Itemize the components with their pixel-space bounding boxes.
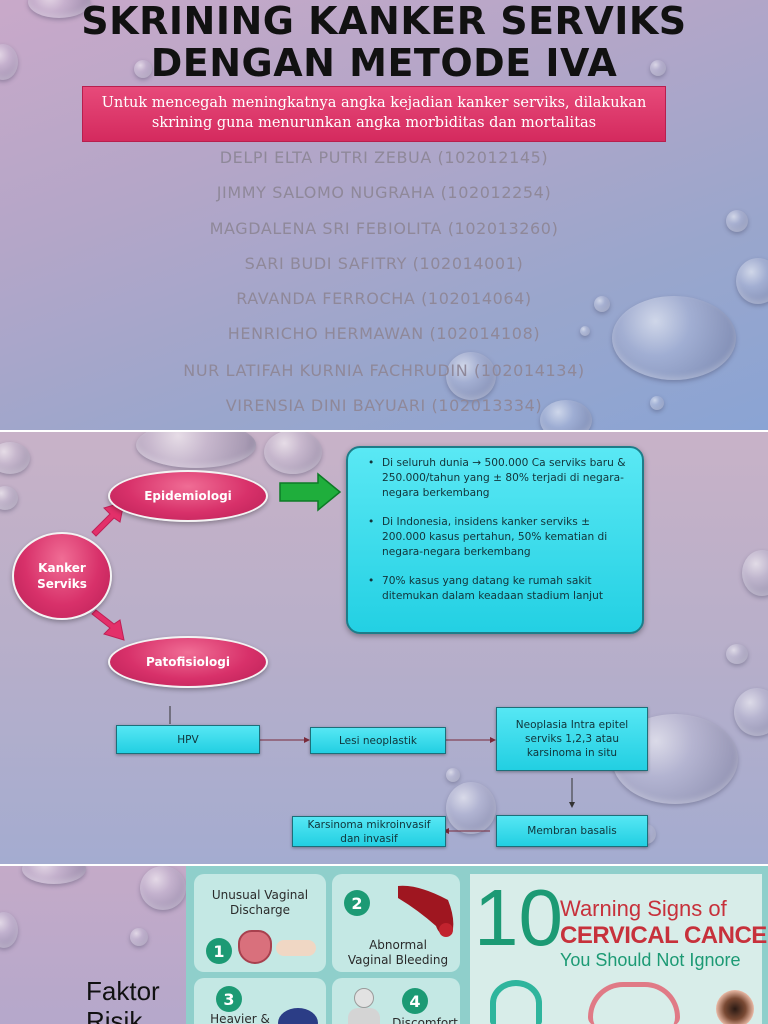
- water-drop: [734, 688, 768, 736]
- connector-head: [490, 737, 496, 743]
- slide-title: SKRINING KANKER SERVIKS DENGAN METODE IV…: [0, 0, 768, 430]
- water-drop: [130, 928, 148, 946]
- ribbon-icon: [490, 980, 542, 1024]
- water-drop: [742, 550, 768, 596]
- number-badge-3: 3: [216, 986, 242, 1012]
- water-drop: [726, 210, 748, 232]
- node-label: Epidemiologi: [144, 489, 232, 503]
- author-name: HENRICHO HERMAWAN (102014108): [227, 324, 541, 343]
- water-drop: [28, 0, 90, 18]
- arrow-up-right: [91, 501, 125, 537]
- author-name: VIRENSIA DINI BAYUARI (102013334): [225, 396, 543, 415]
- calendar-icon: [278, 1008, 318, 1024]
- connector-head: [304, 737, 310, 743]
- water-drop: [136, 432, 256, 468]
- flow-label: Membran basalis: [527, 825, 617, 837]
- flow-label: Lesi neoplastik: [339, 734, 417, 747]
- flow-box-membran: Membran basalis: [496, 815, 648, 847]
- author-name: SARI BUDI SAFITRY (102014001): [244, 254, 524, 273]
- water-drop: [0, 912, 18, 948]
- title-line-1: SKRINING KANKER SERVIKS: [81, 0, 687, 43]
- node-epidemiologi: Epidemiologi: [108, 470, 268, 522]
- flow-box-neoplasia: Neoplasia Intra epitel serviks 1,2,3 ata…: [496, 707, 648, 771]
- symptom-text-3: Heavier &: [210, 1012, 270, 1024]
- risk-factor-label: Faktor Risik: [86, 976, 160, 1024]
- symptom-text-2: Abnormal Vaginal Bleeding: [347, 938, 449, 967]
- author-name: RAVANDA FERROCHA (102014064): [236, 289, 532, 308]
- risk-label-line1: Faktor: [86, 976, 160, 1006]
- symptom-card-1: Unusual Vaginal Discharge 1: [194, 874, 326, 972]
- water-drop: [0, 486, 18, 510]
- symptom-card-4: 4 Discomfort: [332, 978, 460, 1024]
- water-drop: [580, 326, 590, 336]
- connector-head: [443, 828, 449, 834]
- water-drop: [612, 296, 736, 380]
- flow-label: Karsinoma mikroinvasif dan invasif: [307, 818, 431, 845]
- poster-big-number: 10: [474, 873, 563, 962]
- water-drop: [650, 60, 666, 76]
- poster-line-2: CERVICAL CANCER: [560, 922, 768, 949]
- subtitle-line-2: skrining guna menurunkan angka morbidita…: [151, 115, 597, 131]
- title-line-2: DENGAN METODE IVA: [150, 41, 618, 85]
- subtitle-line-1: Untuk mencegah meningkatnya angka kejadi…: [101, 95, 647, 111]
- uterus-icon: [238, 930, 272, 964]
- node-label: Patofisiologi: [145, 655, 230, 669]
- node-kanker-serviks: Kanker Serviks: [12, 532, 112, 620]
- number-badge-2: 2: [344, 890, 370, 916]
- author-name: DELPI ELTA PUTRI ZEBUA (102012145): [219, 148, 549, 167]
- water-drop: [0, 44, 18, 80]
- person-body-icon: [348, 1008, 380, 1024]
- page-title: SKRINING KANKER SERVIKS DENGAN METODE IV…: [0, 0, 768, 84]
- warning-poster: 10 Warning Signs of CERVICAL CANCER You …: [470, 873, 768, 1024]
- blood-drops-icon: [398, 885, 454, 937]
- eye-icon: [716, 990, 754, 1024]
- subtitle-banner: Untuk mencegah meningkatnya angka kejadi…: [82, 86, 666, 142]
- info-item: Di seluruh dunia → 500.000 Ca serviks ba…: [362, 456, 632, 501]
- water-drop: [540, 400, 592, 430]
- flow-label: Neoplasia Intra epitel serviks 1,2,3 ata…: [515, 719, 629, 759]
- author-name: MAGDALENA SRI FEBIOLITA (102013260): [209, 219, 559, 238]
- swab-icon: [276, 940, 316, 956]
- water-drop: [446, 352, 496, 400]
- number-badge-4: 4: [402, 988, 428, 1014]
- water-drop: [140, 866, 186, 910]
- uterus-diagram-icon: [588, 982, 680, 1024]
- poster-line-1: Warning Signs of: [560, 896, 727, 921]
- author-name: JIMMY SALOMO NUGRAHA (102012254): [216, 183, 552, 202]
- symptom-card-2: 2 Abnormal Vaginal Bleeding: [332, 874, 460, 972]
- risk-label-line2: Risik: [86, 1006, 143, 1024]
- person-icon: [354, 988, 374, 1008]
- poster-line-3: You Should Not Ignore: [560, 950, 741, 970]
- water-drop: [22, 866, 86, 884]
- flow-box-hpv: HPV: [116, 725, 260, 754]
- infographic-panel: Unusual Vaginal Discharge 1 2 Abnormal V…: [186, 866, 768, 1024]
- symptom-text-1: Unusual Vaginal Discharge: [211, 888, 309, 917]
- node-label: Kanker Serviks: [37, 561, 87, 591]
- water-drop: [594, 296, 610, 312]
- water-drop: [264, 432, 322, 474]
- water-drop: [726, 644, 748, 664]
- water-drop: [134, 60, 152, 78]
- epidemiologi-info-box: Di seluruh dunia → 500.000 Ca serviks ba…: [346, 446, 644, 634]
- flow-box-lesi: Lesi neoplastik: [310, 727, 446, 754]
- symptom-text-4: Discomfort: [392, 1016, 458, 1024]
- arrow-down-right: [91, 609, 125, 641]
- number-badge-1: 1: [206, 938, 232, 964]
- flow-label: HPV: [177, 733, 199, 746]
- mindmap-arrows: [91, 472, 575, 834]
- node-patofisiologi: Patofisiologi: [108, 636, 268, 688]
- symptom-card-3: 3 Heavier &: [194, 978, 326, 1024]
- arrow-right-green: [279, 472, 342, 512]
- water-drop: [446, 782, 496, 834]
- info-item: Di Indonesia, insidens kanker serviks ± …: [362, 515, 632, 560]
- water-drop: [446, 768, 460, 782]
- flow-box-karsinoma: Karsinoma mikroinvasif dan invasif: [292, 816, 446, 847]
- author-name: NUR LATIFAH KURNIA FACHRUDIN (102014134): [183, 361, 585, 380]
- connector-head: [569, 802, 575, 808]
- water-drop: [650, 396, 664, 410]
- water-drop: [736, 258, 768, 304]
- info-item: 70% kasus yang datang ke rumah sakit dit…: [362, 574, 632, 604]
